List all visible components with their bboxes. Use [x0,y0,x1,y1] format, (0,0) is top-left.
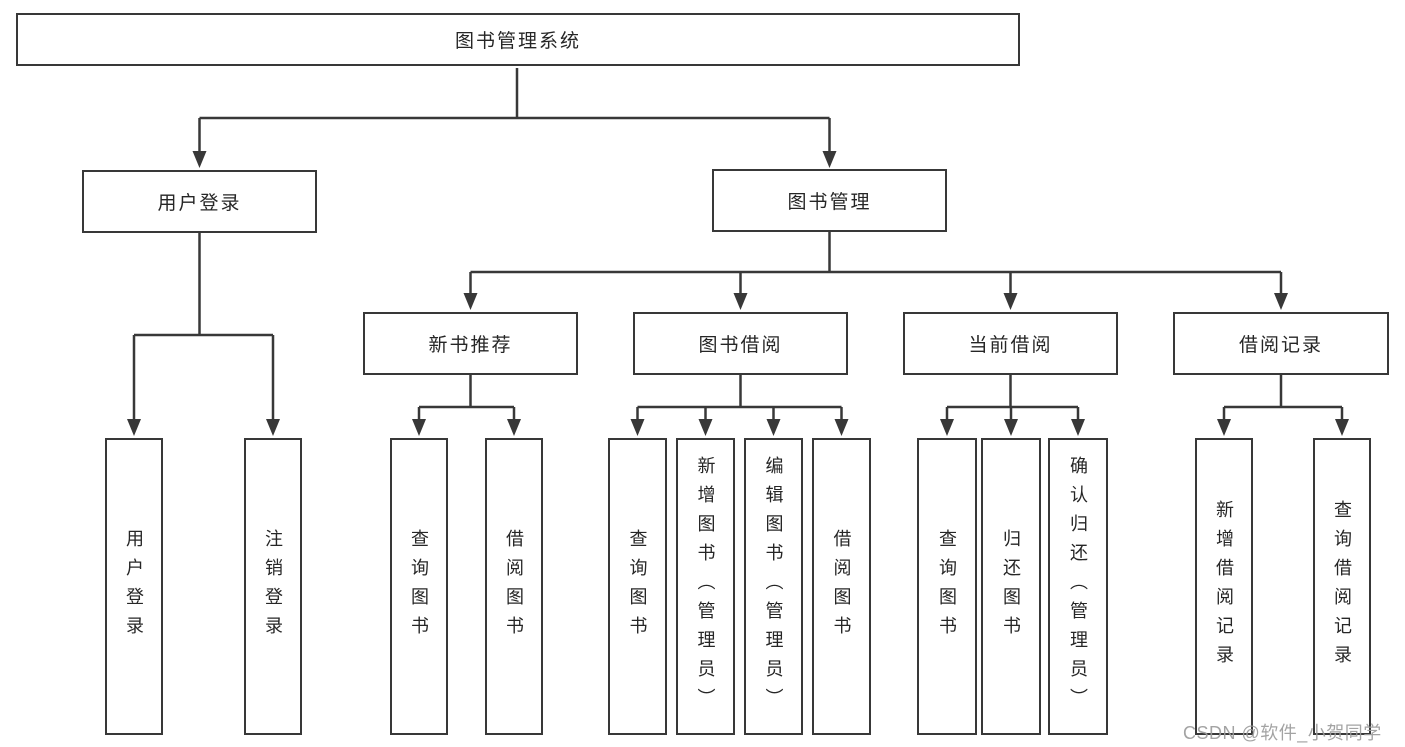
leaf-label: 查询图书 [409,528,429,645]
leaf-borrow-books-recommend: 借阅图书 [485,438,543,735]
leaf-label: 借阅图书 [504,528,524,645]
node-system-root: 图书管理系统 [16,13,1020,66]
leaf-query-books-borrow: 查询图书 [608,438,667,735]
leaf-label: 用户登录 [124,528,144,645]
node-label: 用户登录 [157,193,242,214]
leaf-edit-books-admin: 编辑图书（管理员） [744,438,803,735]
leaf-label: 注销登录 [263,528,283,645]
node-borrow-records: 借阅记录 [1173,312,1389,375]
node-label: 图书管理 [787,192,872,213]
leaf-label: 新增借阅记录 [1214,499,1234,674]
leaf-label: 确认归还（管理员） [1068,456,1088,717]
node-user-login: 用户登录 [82,170,317,233]
node-book-management: 图书管理 [712,169,947,232]
leaf-user-login: 用户登录 [105,438,163,735]
node-label: 新书推荐 [428,335,513,356]
leaf-return-books: 归还图书 [981,438,1041,735]
leaf-label: 查询图书 [627,528,648,645]
node-label: 当前借阅 [968,335,1053,356]
leaf-borrow-books: 借阅图书 [812,438,871,735]
leaf-confirm-return-admin: 确认归还（管理员） [1048,438,1108,735]
leaf-query-books-current: 查询图书 [917,438,977,735]
leaf-label: 新增图书（管理员） [695,456,716,717]
leaf-label: 借阅图书 [831,528,852,645]
node-book-borrow: 图书借阅 [633,312,848,375]
leaf-label: 编辑图书（管理员） [763,456,784,717]
node-current-borrow: 当前借阅 [903,312,1118,375]
leaf-add-books-admin: 新增图书（管理员） [676,438,735,735]
leaf-add-borrow-record: 新增借阅记录 [1195,438,1253,735]
leaf-query-borrow-record: 查询借阅记录 [1313,438,1371,735]
node-label: 图书借阅 [698,335,783,356]
leaf-label: 查询图书 [937,528,957,645]
node-label: 借阅记录 [1238,335,1323,356]
node-label: 图书管理系统 [454,31,581,52]
csdn-watermark: CSDN @软件_小贺同学 [1183,723,1382,743]
leaf-logout-login: 注销登录 [244,438,302,735]
leaf-query-books-recommend: 查询图书 [390,438,448,735]
leaf-label: 归还图书 [1001,528,1021,645]
node-new-book-recommend: 新书推荐 [363,312,578,375]
leaf-label: 查询借阅记录 [1332,499,1352,674]
